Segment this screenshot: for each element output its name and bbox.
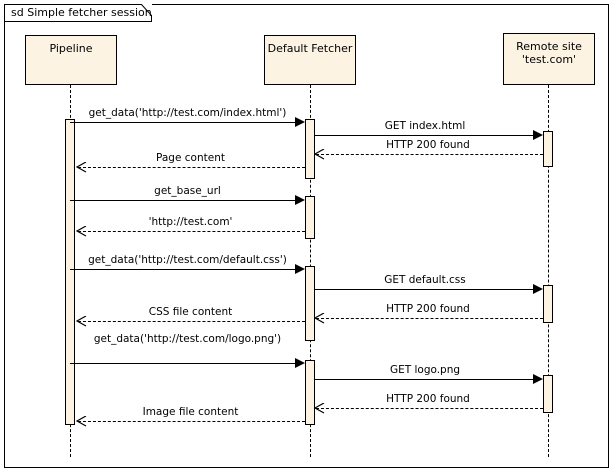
frame-label-text: sd Simple fetcher session <box>11 6 152 19</box>
activation-fetcher-3 <box>305 266 315 341</box>
message-label-m2: GET index.html <box>384 120 466 132</box>
message-line-m13 <box>316 408 543 409</box>
arrowhead-m13 <box>314 403 325 414</box>
activation-remote-3 <box>543 375 553 413</box>
activation-remote-1 <box>543 131 553 167</box>
message-line-m12 <box>315 379 533 380</box>
message-line-m6 <box>78 231 305 232</box>
arrowhead-m4 <box>76 162 87 173</box>
arrowhead-m2 <box>533 130 543 140</box>
activation-remote-2 <box>543 285 553 323</box>
participant-remote-site-label: Remote site <box>516 40 582 53</box>
arrowhead-m9 <box>314 313 325 324</box>
message-line-m1 <box>70 122 295 123</box>
participant-pipeline[interactable]: Pipeline <box>25 35 117 85</box>
activation-fetcher-2 <box>305 196 315 239</box>
arrowhead-m11 <box>295 358 305 368</box>
message-line-m8 <box>315 289 533 290</box>
message-label-m7: get_data('http://test.com/default.css') <box>88 254 287 266</box>
arrowhead-m6 <box>76 226 87 237</box>
arrowhead-m10 <box>76 316 87 327</box>
message-label-m9: HTTP 200 found <box>386 303 470 315</box>
participant-remote-site[interactable]: Remote site 'test.com' <box>503 33 595 85</box>
activation-pipeline <box>65 119 75 425</box>
lifeline-remote-site <box>548 85 549 457</box>
message-label-m14: Image file content <box>142 406 239 418</box>
message-label-m1: get_data('http://test.com/index.html') <box>88 107 287 119</box>
message-line-m2 <box>315 135 533 136</box>
participant-remote-site-label-2: 'test.com' <box>521 53 577 66</box>
activation-fetcher-4 <box>305 360 315 425</box>
participant-default-fetcher-label: Default Fetcher <box>267 42 353 55</box>
arrowhead-m8 <box>533 284 543 294</box>
message-label-m11: get_data('http://test.com/logo.png') <box>93 333 282 345</box>
activation-fetcher-1 <box>305 119 315 179</box>
message-label-m10: CSS file content <box>148 306 233 318</box>
message-label-m6: 'http://test.com' <box>148 216 233 228</box>
message-line-m4 <box>78 167 305 168</box>
arrowhead-m14 <box>76 416 87 427</box>
message-line-m11 <box>70 363 295 364</box>
arrowhead-m3 <box>314 149 325 160</box>
message-label-m13: HTTP 200 found <box>386 393 470 405</box>
frame-tab-shape <box>4 4 152 22</box>
message-label-m12: GET logo.png <box>389 364 461 376</box>
message-line-m3 <box>316 154 543 155</box>
message-label-m8: GET default.css <box>384 274 466 286</box>
participant-pipeline-label: Pipeline <box>49 42 93 55</box>
message-label-m3: HTTP 200 found <box>386 139 470 151</box>
frame-label-tab: sd Simple fetcher session <box>4 4 152 22</box>
message-line-m14 <box>78 421 305 422</box>
message-label-m4: Page content <box>156 152 225 164</box>
message-line-m9 <box>316 318 543 319</box>
arrowhead-m1 <box>295 117 305 127</box>
arrowhead-m7 <box>295 264 305 274</box>
arrowhead-m5 <box>295 195 305 205</box>
message-line-m10 <box>78 321 305 322</box>
message-label-m5: get_base_url <box>154 185 221 197</box>
arrowhead-m12 <box>533 374 543 384</box>
participant-default-fetcher[interactable]: Default Fetcher <box>264 35 356 85</box>
message-line-m7 <box>70 269 295 270</box>
message-line-m5 <box>70 200 295 201</box>
